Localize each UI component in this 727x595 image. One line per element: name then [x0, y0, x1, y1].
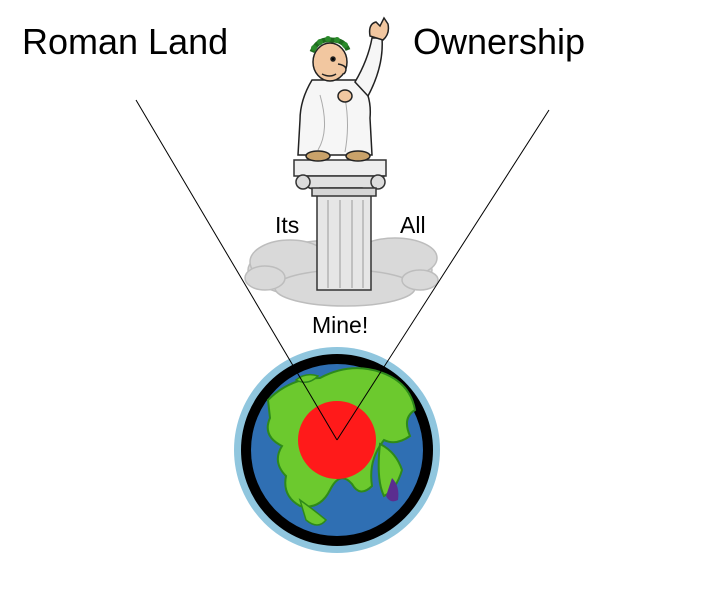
- title-right: Ownership: [413, 21, 586, 62]
- speech-word-mine: Mine!: [312, 312, 369, 338]
- pointer-line-left: [135, 99, 338, 441]
- column-icon: [293, 159, 387, 291]
- title-left: Roman Land: [22, 21, 229, 62]
- emperor-figure-icon: [297, 16, 390, 162]
- speech-word-its: Its: [275, 212, 300, 238]
- earth-globe-icon: [234, 347, 440, 553]
- speech-word-all: All: [400, 212, 426, 238]
- pointer-line-right: [336, 109, 550, 441]
